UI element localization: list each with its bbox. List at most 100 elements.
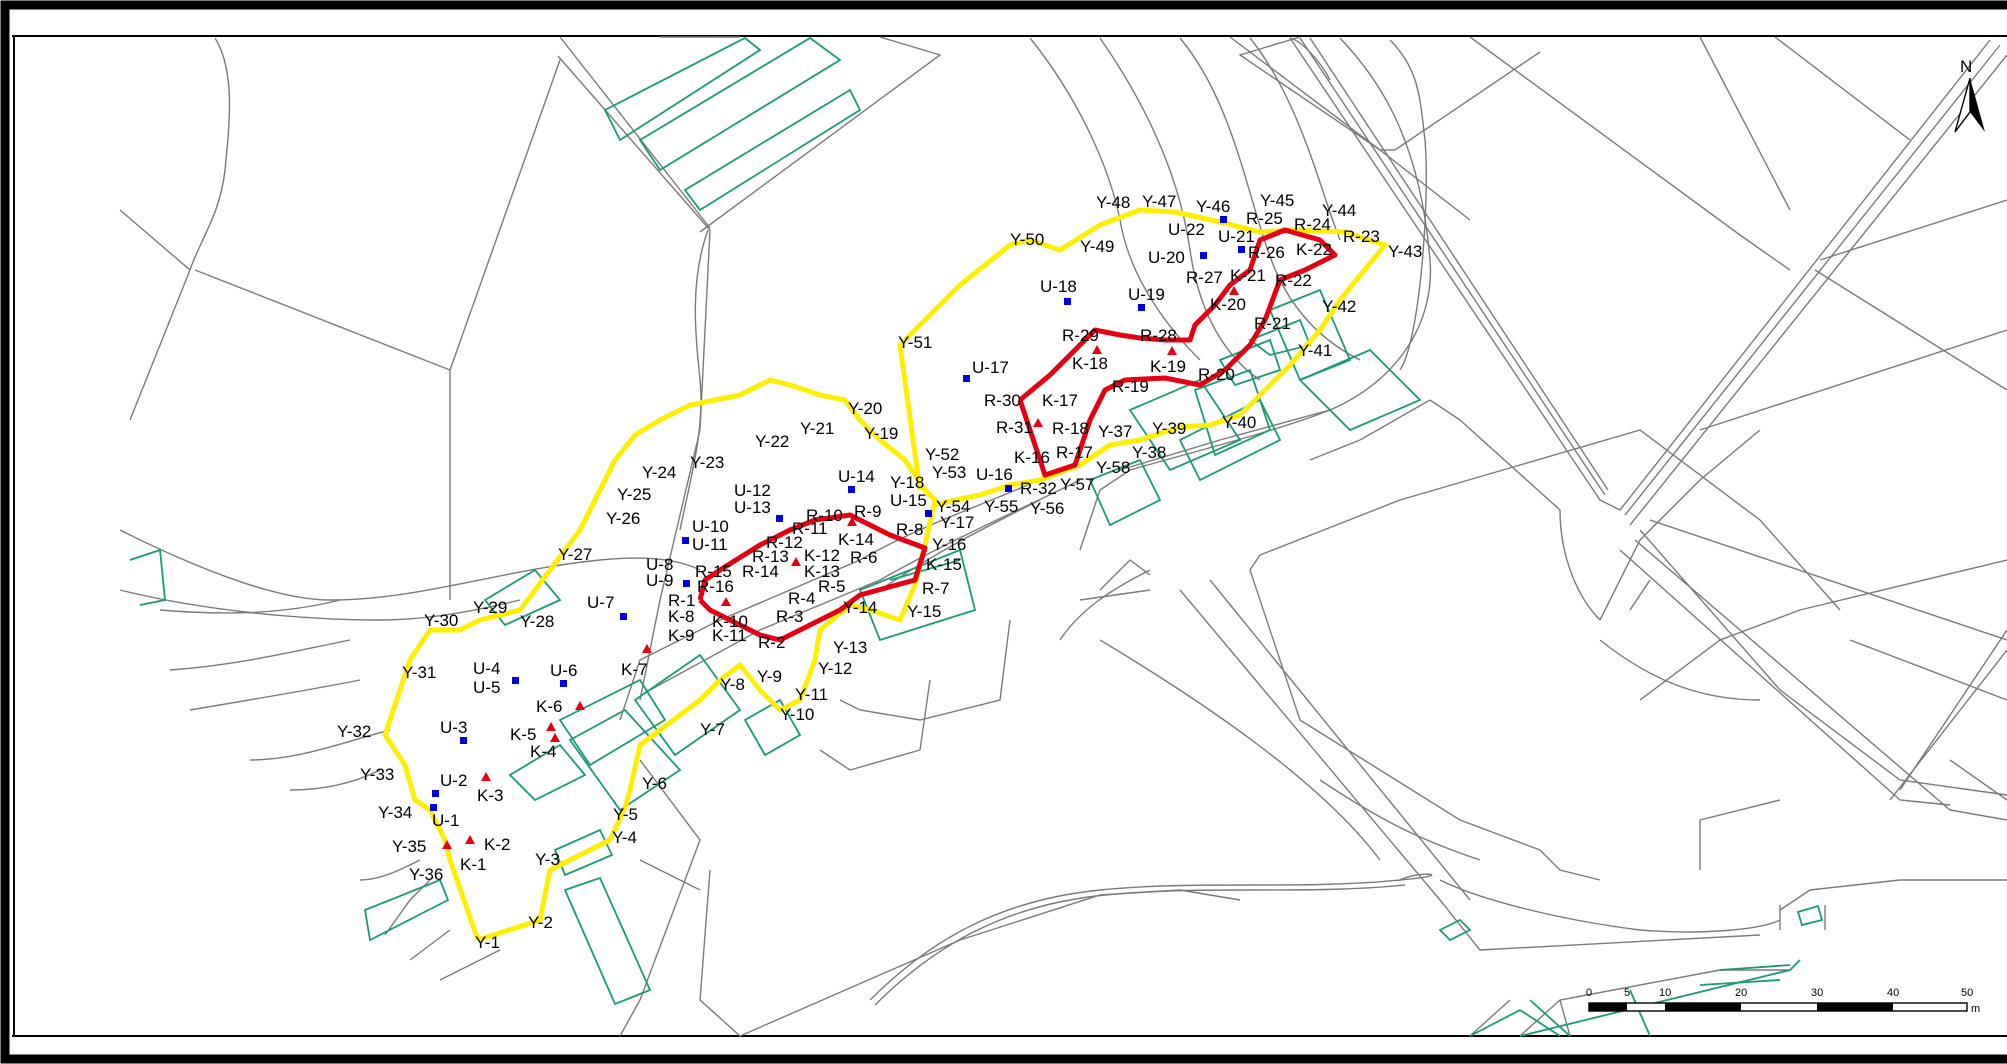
point-label-y: Y-41 <box>1298 341 1332 360</box>
point-label-u: U-11 <box>692 535 728 554</box>
point-label-k: K-4 <box>530 742 556 761</box>
point-label-r: R-6 <box>850 548 877 567</box>
point-label-y: Y-2 <box>528 913 553 932</box>
point-label-u: U-2 <box>440 771 467 790</box>
point-label-y: Y-42 <box>1322 297 1356 316</box>
point-label-r: R-12 <box>766 533 803 552</box>
point-label-k: K-22 <box>1296 240 1332 259</box>
point-label-k: K-18 <box>1072 354 1108 373</box>
point-label-u: U-3 <box>440 718 467 737</box>
point-label-y: Y-26 <box>606 509 640 528</box>
point-labels: Y-1 Y-2 Y-3 Y-4 Y-5 Y-6 Y-7 Y-8 Y-9 Y-10… <box>337 191 1422 952</box>
red-boundary-north <box>1017 227 1338 478</box>
point-label-r: R-10 <box>806 506 843 525</box>
point-label-y: Y-58 <box>1096 458 1130 477</box>
scale-label: 50 <box>1961 987 1973 999</box>
point-label-r: R-18 <box>1052 419 1089 438</box>
point-label-u: U-14 <box>838 467 875 486</box>
point-label-y: Y-10 <box>780 705 814 724</box>
point-label-u: U-8 <box>646 555 673 574</box>
point-label-r: R-30 <box>984 391 1021 410</box>
scale-unit: m <box>1971 1003 1980 1015</box>
scale-label: 0 <box>1586 987 1592 999</box>
point-label-u: U-18 <box>1040 277 1077 296</box>
point-label-r: R-4 <box>788 589 815 608</box>
point-label-r: R-26 <box>1248 243 1285 262</box>
point-label-k: K-8 <box>668 607 694 626</box>
point-label-r: R-20 <box>1198 365 1235 384</box>
point-label-y: Y-55 <box>984 497 1018 516</box>
point-label-r: R-28 <box>1140 326 1177 345</box>
point-label-y: Y-45 <box>1260 191 1294 210</box>
k-markers <box>442 286 1239 849</box>
point-label-y: Y-56 <box>1030 499 1064 518</box>
point-label-r: R-9 <box>854 502 881 521</box>
point-label-y: Y-50 <box>1010 230 1044 249</box>
point-label-y: Y-47 <box>1142 192 1176 211</box>
point-label-r: R-13 <box>752 547 789 566</box>
point-label-y: Y-39 <box>1152 419 1186 438</box>
point-label-y: Y-54 <box>936 497 970 516</box>
point-label-k: K-11 <box>712 626 747 645</box>
point-label-k: K-20 <box>1210 295 1246 314</box>
point-label-y: Y-3 <box>535 850 560 869</box>
point-label-r: R-1 <box>668 591 695 610</box>
point-label-k: K-16 <box>1014 448 1050 467</box>
point-label-r: R-24 <box>1294 215 1331 234</box>
point-label-y: Y-20 <box>848 399 882 418</box>
point-label-u: U-5 <box>473 678 500 697</box>
point-label-u: U-20 <box>1148 248 1185 267</box>
point-label-y: Y-12 <box>818 659 852 678</box>
point-label-r: R-7 <box>922 579 949 598</box>
point-label-k: K-1 <box>460 855 486 874</box>
point-label-y: Y-8 <box>720 675 745 694</box>
scale-label: 20 <box>1735 987 1747 999</box>
point-label-y: Y-30 <box>424 611 458 630</box>
point-label-u: U-7 <box>587 593 614 612</box>
point-label-r: R-31 <box>996 418 1033 437</box>
point-label-y: Y-22 <box>755 432 789 451</box>
north-arrow-icon <box>1970 78 1985 132</box>
point-label-u: U-15 <box>890 491 927 510</box>
point-label-r: R-15 <box>695 562 732 581</box>
building-outlines <box>129 36 1824 1037</box>
point-label-y: Y-44 <box>1322 201 1356 220</box>
scale-bar: 0 5 10 20 30 40 50 m <box>1586 987 1980 1015</box>
point-label-r: R-8 <box>896 520 923 539</box>
point-label-y: Y-21 <box>800 419 834 438</box>
point-label-k: K-14 <box>838 530 874 549</box>
scale-label: 40 <box>1887 987 1899 999</box>
scale-label: 5 <box>1624 987 1630 999</box>
point-label-y: Y-51 <box>898 333 932 352</box>
point-label-r: R-3 <box>776 607 803 626</box>
point-label-y: Y-35 <box>392 837 426 856</box>
point-label-k: K-6 <box>536 697 562 716</box>
road-lines <box>1289 37 2007 821</box>
point-label-y: Y-31 <box>402 663 436 682</box>
point-label-k: K-7 <box>621 660 647 679</box>
point-label-u: U-22 <box>1168 220 1205 239</box>
point-label-y: Y-18 <box>890 473 924 492</box>
point-label-r: R-29 <box>1062 326 1099 345</box>
point-label-r: R-23 <box>1343 227 1380 246</box>
point-label-y: Y-16 <box>932 535 966 554</box>
point-label-k: K-17 <box>1042 391 1078 410</box>
point-label-u: U-1 <box>432 811 459 830</box>
point-label-y: Y-33 <box>360 765 394 784</box>
point-label-y: Y-23 <box>690 453 724 472</box>
point-label-y: Y-34 <box>378 803 412 822</box>
point-label-k: K-13 <box>804 562 840 581</box>
point-label-y: Y-37 <box>1098 422 1132 441</box>
point-label-k: K-21 <box>1230 266 1266 285</box>
point-label-y: Y-13 <box>833 638 867 657</box>
point-label-y: Y-28 <box>520 612 554 631</box>
point-label-u: U-9 <box>646 571 673 590</box>
point-label-u: U-21 <box>1218 227 1255 246</box>
point-label-r: R-25 <box>1246 209 1283 228</box>
point-label-y: Y-25 <box>617 485 651 504</box>
point-label-y: Y-1 <box>475 933 500 952</box>
scale-label: 30 <box>1811 987 1823 999</box>
point-label-r: R-17 <box>1056 443 1093 462</box>
point-label-u: U-10 <box>692 517 729 536</box>
